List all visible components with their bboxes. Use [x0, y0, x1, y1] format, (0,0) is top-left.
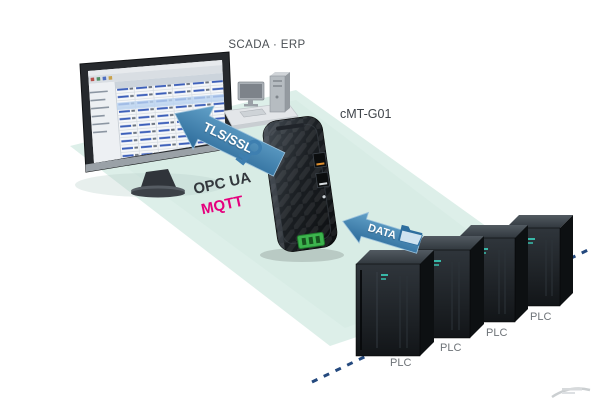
gateway-shadow [260, 248, 344, 262]
ethernet-ports [312, 151, 331, 189]
scada-erp-label: SCADA · ERP [228, 39, 306, 51]
key-icon [235, 139, 262, 166]
status-led [322, 195, 326, 199]
plc-device-1 [355, 250, 434, 357]
workstation-icon [223, 72, 299, 130]
device-model-label: cMT-G01 [340, 107, 392, 121]
plc-label-2: PLC [440, 342, 462, 354]
folder-icon [397, 224, 423, 246]
plc-label-1: PLC [390, 357, 412, 369]
spreadsheet-content [88, 60, 226, 163]
watermark-logo [551, 387, 591, 399]
green-terminal-connector [296, 232, 325, 250]
plc-label-4: PLC [530, 311, 552, 323]
monitor-stand [140, 169, 176, 190]
plc-label-3: PLC [486, 327, 508, 339]
tls-ssl-arrow [174, 105, 286, 177]
